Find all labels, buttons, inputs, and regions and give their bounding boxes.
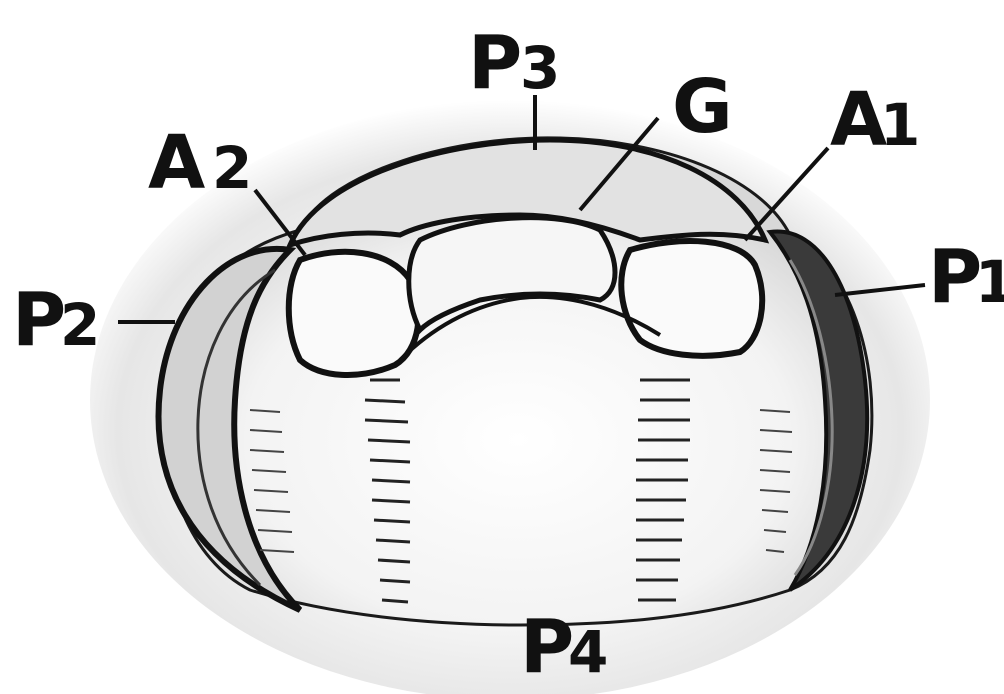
aperture-a2: [289, 252, 419, 375]
label-g: G: [672, 64, 733, 150]
label-a1: A 1: [830, 77, 920, 163]
aperture-a1: [621, 241, 762, 356]
label-p2-letter: P: [12, 277, 66, 363]
label-a2-index: 2: [212, 134, 252, 202]
label-a2-letter: A: [148, 120, 205, 206]
label-p3-index: 3: [520, 34, 560, 102]
label-p2-index: 2: [60, 291, 100, 359]
label-p4-index: 4: [568, 618, 608, 686]
label-p1-index: 1: [975, 248, 1004, 316]
label-a1-index: 1: [880, 91, 920, 159]
label-p4-letter: P: [520, 604, 574, 690]
label-a1-letter: A: [830, 77, 887, 163]
label-g-letter: G: [672, 64, 733, 150]
label-p2: P 2: [12, 277, 100, 363]
label-p3-letter: P: [468, 20, 522, 106]
label-p1: P 1: [928, 234, 1004, 320]
label-p3: P 3: [468, 20, 560, 106]
label-a2: A 2: [148, 120, 252, 206]
